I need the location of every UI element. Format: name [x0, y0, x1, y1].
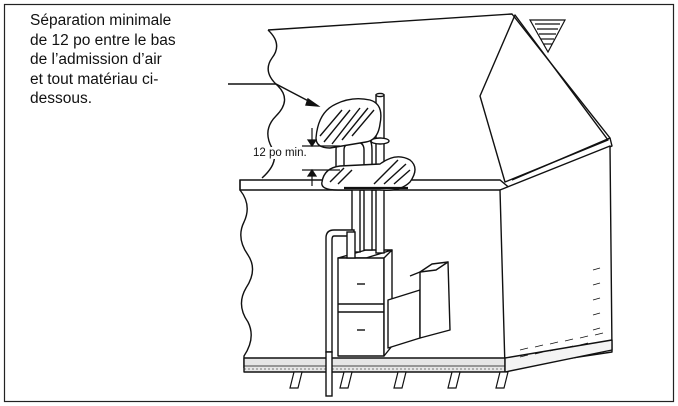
floor-joists [289, 371, 509, 389]
callout-leader [228, 83, 321, 107]
roof [240, 13, 613, 191]
snow-mound-lower [321, 156, 416, 192]
dimension-label: 12 po min. [252, 147, 308, 159]
foundation-bricks [519, 267, 604, 358]
furnace [337, 249, 393, 357]
basement-walls [239, 145, 613, 373]
return-plenum [387, 261, 451, 349]
gable-vent [528, 19, 566, 54]
dimension-markers [302, 128, 340, 186]
clearance-callout: Séparation minimale de 12 po entre le ba… [30, 12, 176, 107]
figure-border [3, 3, 675, 403]
snow-mound-upper [315, 97, 382, 149]
